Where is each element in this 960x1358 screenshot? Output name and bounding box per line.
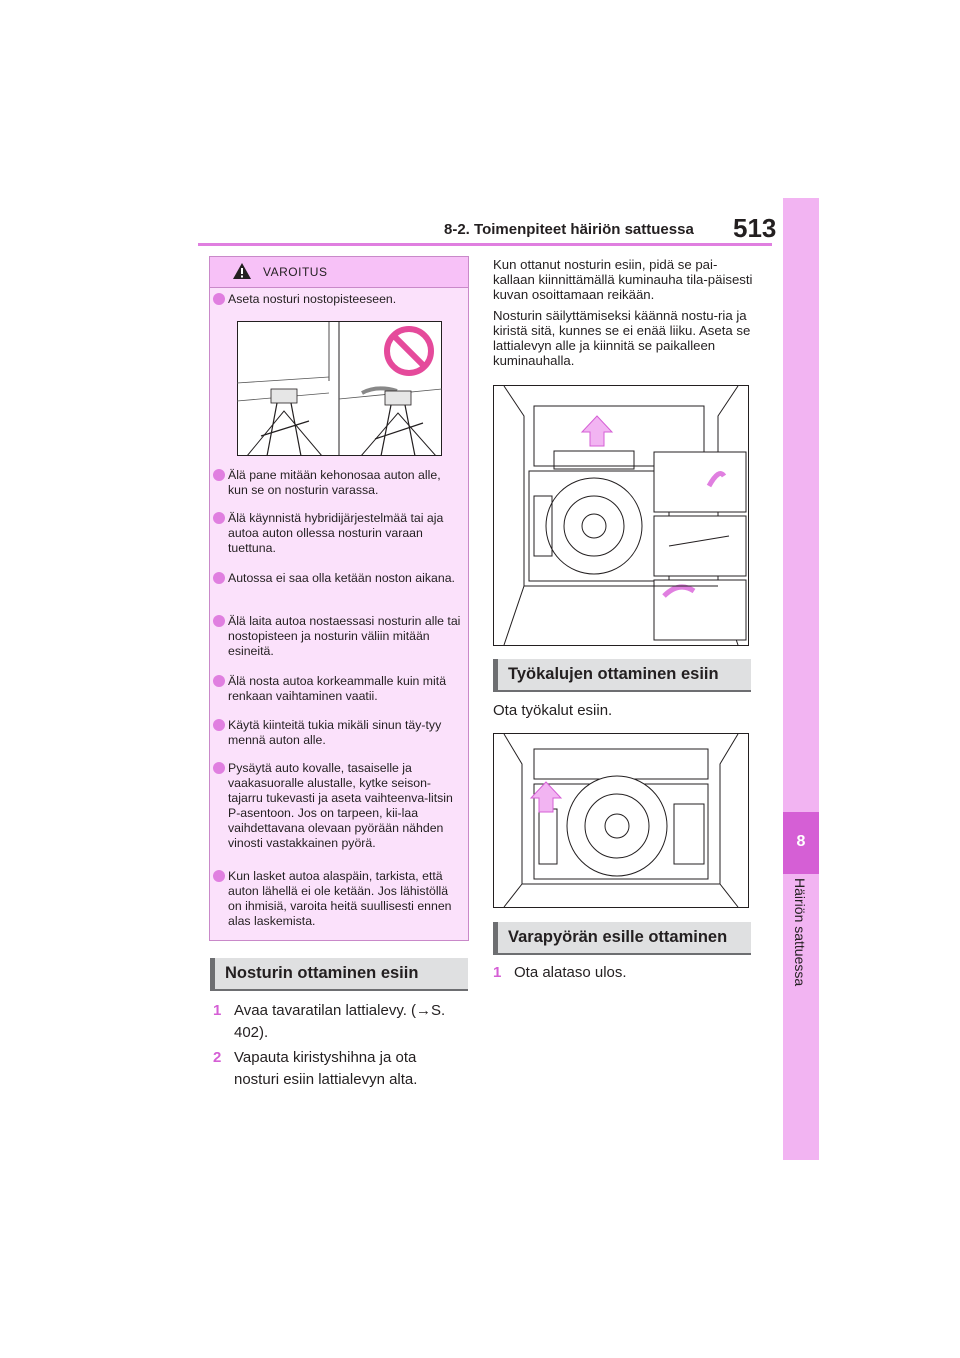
step-item: 2 Vapauta kiristyshihna ja ota nosturi e… <box>213 1047 463 1091</box>
paragraph: Kun ottanut nosturin esiin, pidä se pai-… <box>493 257 753 302</box>
header-rule <box>198 243 772 246</box>
warning-item: Älä käynnistä hybridijärjestelmää tai aj… <box>213 511 463 556</box>
tools-text: Ota työkalut esiin. <box>493 702 613 719</box>
warning-item: Aseta nosturi nostopisteeseen. <box>213 292 463 307</box>
warning-title: VAROITUS <box>263 265 328 279</box>
warning-item: Pysäytä auto kovalle, tasaiselle ja vaak… <box>213 761 463 851</box>
warning-item: Kun lasket autoa alaspäin, tarkista, ett… <box>213 869 463 929</box>
chapter-number-box <box>783 812 819 874</box>
step-text: Vapauta kiristyshihna ja ota nosturi esi… <box>234 1049 418 1088</box>
chapter-number: 8 <box>796 833 806 850</box>
heading-bar <box>210 958 215 989</box>
section-heading-spare: Varapyörän esille ottaminen <box>493 922 751 955</box>
heading-bar <box>493 922 498 953</box>
bullet-icon <box>213 615 225 627</box>
page-number: 513 <box>733 213 777 243</box>
bullet-icon <box>213 293 225 305</box>
trunk-jack-drawing <box>503 385 747 646</box>
warning-item: Älä nosta autoa korkeammalle kuin mitä r… <box>213 674 463 704</box>
step-item: 1 Ota alataso ulos. <box>493 962 753 984</box>
step-number: 1 <box>213 1002 222 1019</box>
section-title: 8-2. Toimenpiteet häiriön sattuessa <box>444 221 694 238</box>
warning-triangle-icon <box>233 263 251 279</box>
step-number: 2 <box>213 1049 222 1066</box>
trunk-tools-drawing <box>503 733 739 908</box>
jack-placement-illustration <box>237 321 442 456</box>
warning-item: Autossa ei saa olla ketään noston aikana… <box>213 571 463 586</box>
warning-item: Älä laita autoa nostaessasi nosturin all… <box>213 614 463 659</box>
bullet-icon <box>213 469 225 481</box>
section-heading-jack: Nosturin ottaminen esiin <box>210 958 468 991</box>
trunk-jack-illustration <box>493 385 749 646</box>
step-text: Ota alataso ulos. <box>514 964 627 981</box>
bullet-icon <box>213 870 225 882</box>
bullet-icon <box>213 572 225 584</box>
heading-bar <box>493 659 498 690</box>
bullet-icon <box>213 762 225 774</box>
warning-item: Käytä kiinteitä tukia mikäli sinun täy-t… <box>213 718 463 748</box>
paragraph: Nosturin säilyttämiseksi käännä nostu-ri… <box>493 308 751 368</box>
step-text: Avaa tavaratilan lattialevy. (→S. 402). <box>234 1002 446 1041</box>
warning-header <box>210 257 468 288</box>
step-item: 1 Avaa tavaratilan lattialevy. (→S. 402)… <box>213 1000 463 1044</box>
section-heading-tools: Työkalujen ottaminen esiin <box>493 659 751 692</box>
bullet-icon <box>213 675 225 687</box>
step-number: 1 <box>493 964 502 981</box>
bullet-icon <box>213 512 225 524</box>
chapter-side-tab <box>783 198 819 1160</box>
bullet-icon <box>213 719 225 731</box>
trunk-tools-illustration <box>493 733 749 908</box>
chapter-title: Häiriön sattuessa <box>792 878 808 987</box>
warning-item: Älä pane mitään kehonosaa auton alle, ku… <box>213 468 463 498</box>
